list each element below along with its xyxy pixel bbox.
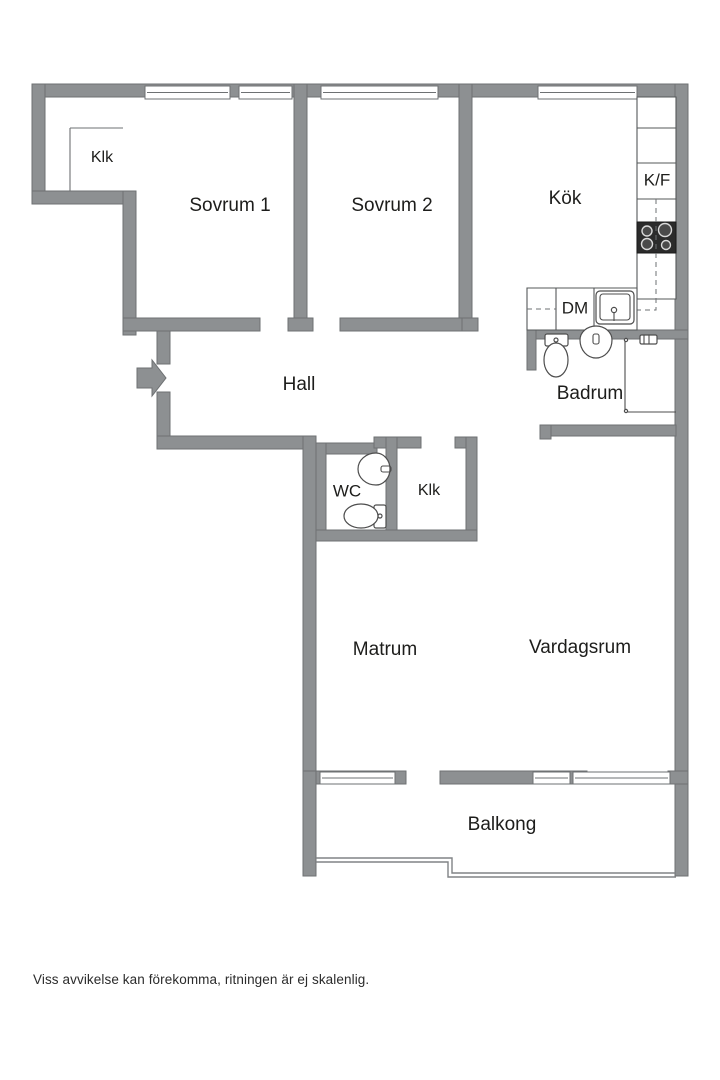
wall-klk-bottom	[31, 190, 137, 205]
wall-hall-bottom	[156, 435, 316, 450]
wall-sovrum1-bottom	[122, 317, 261, 332]
wall-exterior-left-upper	[31, 83, 46, 205]
room-label-klk-mid: Klk	[418, 482, 441, 499]
window-sovrum1-b	[238, 85, 293, 100]
room-label-wc: WC	[333, 481, 361, 500]
room-label-badrum: Badrum	[557, 383, 624, 404]
wall-exterior-right	[674, 83, 689, 877]
wall-klk-mid-right	[465, 436, 478, 541]
room-label-vardagsrum: Vardagsrum	[529, 637, 631, 658]
room-labels-group: Klk Sovrum 1 Sovrum 2 Kök K/F DM Badrum …	[91, 149, 670, 835]
room-label-sovrum-1: Sovrum 1	[189, 195, 270, 216]
room-label-kok: Kök	[549, 188, 582, 209]
window-matrum	[319, 771, 396, 785]
wall-sovrum2-bottom	[339, 317, 463, 332]
kitchen-counter-right	[636, 96, 677, 300]
toilet-icon-wc	[343, 503, 387, 529]
room-label-kf: K/F	[644, 170, 670, 189]
wall-badrum-bottom	[539, 424, 677, 437]
window-sovrum2	[320, 85, 439, 100]
room-label-sovrum-2: Sovrum 2	[351, 195, 432, 216]
entrance-direction-arrow-icon	[136, 358, 167, 398]
wall-vardagsrum-bottom-c	[667, 770, 689, 785]
windows-group	[144, 85, 671, 785]
wall-hall-left-upper	[156, 330, 171, 365]
toilet-icon-badrum	[543, 333, 569, 378]
shower-drain-icon	[623, 337, 629, 343]
washing-machine-icon	[639, 334, 658, 345]
washbasin-icon-badrum	[579, 325, 613, 359]
room-label-matrum: Matrum	[353, 639, 417, 660]
washbasin-icon-wc	[357, 452, 392, 486]
kitchen-sink-icon	[595, 290, 635, 325]
shower-corner-dot	[623, 408, 629, 414]
wall-balcony-left	[302, 770, 317, 877]
balcony-rail-group	[316, 857, 676, 878]
room-label-klk-top: Klk	[91, 149, 114, 166]
wall-wc-klk-divider	[385, 436, 398, 541]
balcony-outline-inner	[316, 861, 676, 878]
room-label-balkong: Balkong	[468, 814, 537, 835]
wall-badrum-bottom-left	[539, 424, 552, 440]
balcony-outline	[316, 857, 676, 874]
room-label-dm: DM	[562, 298, 588, 317]
wall-wc-left	[314, 442, 327, 541]
badrum-fittings-group	[543, 325, 676, 414]
disclaimer-text: Viss avvikelse kan förekomma, ritningen …	[33, 972, 370, 987]
kitchen-fittings-group	[526, 96, 677, 331]
window-kok	[537, 85, 638, 100]
window-sovrum1-a	[144, 85, 231, 100]
wall-wc-klk-bottom	[314, 529, 478, 542]
wall-sovrum1-sovrum2-foot	[287, 317, 314, 332]
window-vardagsrum-a	[532, 771, 571, 785]
room-label-hall: Hall	[283, 374, 316, 395]
shower-area-icon	[624, 340, 676, 413]
wall-sovrum1-sovrum2	[293, 83, 308, 332]
wall-sovrum2-kok	[458, 83, 473, 332]
klk-closet-outline	[69, 127, 123, 191]
wall-sovrum1-left	[122, 190, 137, 336]
wc-fittings-group	[343, 452, 392, 529]
wall-badrum-left	[526, 329, 537, 371]
window-vardagsrum-b	[572, 771, 671, 785]
